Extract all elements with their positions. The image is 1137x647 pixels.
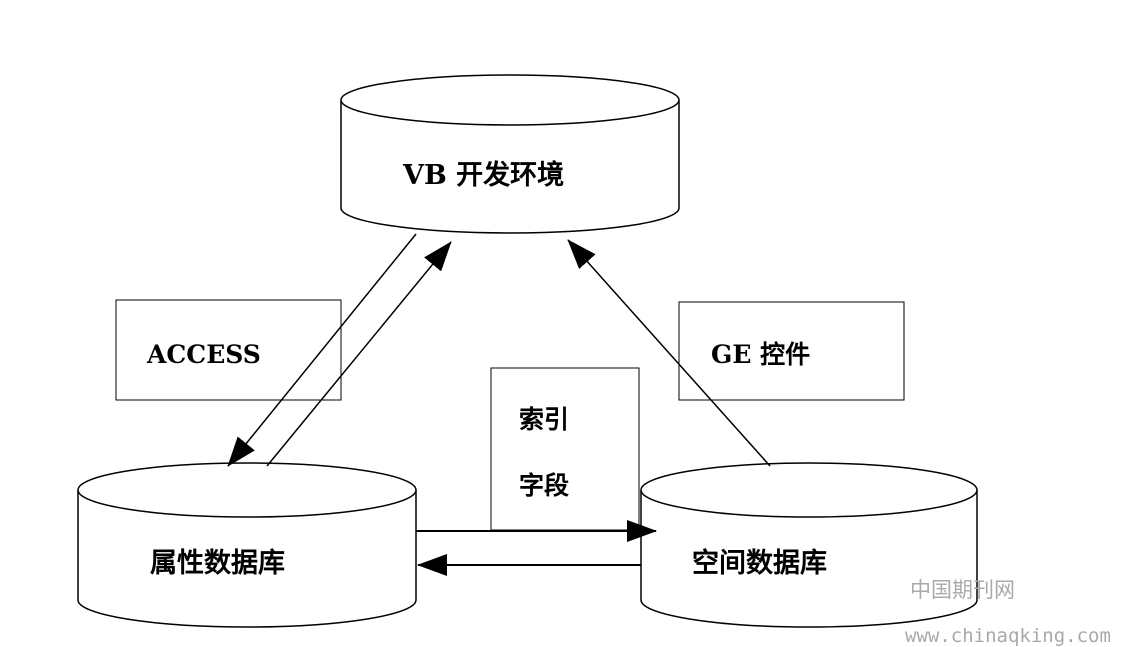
index-box-frame	[490, 367, 640, 531]
attribute-database-cylinder: 属性数据库	[77, 462, 417, 628]
spatial-database-cylinder: 空间数据库	[640, 462, 978, 628]
index-label-line2: 字段	[519, 471, 569, 500]
attr-db-cylinder-top	[77, 462, 417, 518]
vb-environment-label: VB 开发环境	[402, 159, 564, 191]
watermark: 中国期刊网 www.chinaqking.com	[905, 578, 1111, 647]
arrow-vb-to-attribute-db	[227, 233, 417, 467]
ge-box-frame	[678, 301, 905, 401]
ge-control-box: GE 控件	[678, 301, 905, 401]
arrow-spatial-db-to-vb	[567, 239, 771, 467]
spatial-database-label: 空间数据库	[692, 547, 827, 579]
index-field-box: 索引 字段	[490, 367, 640, 531]
index-label-line1: 索引	[519, 405, 569, 434]
watermark-url: www.chinaqking.com	[905, 625, 1111, 647]
vb-environment-cylinder: VB 开发环境	[340, 74, 680, 234]
arrow-attribute-db-to-vb	[266, 241, 452, 467]
access-box-frame	[115, 299, 342, 401]
attribute-database-label: 属性数据库	[150, 548, 285, 579]
attr-db-cylinder-body	[77, 490, 417, 628]
access-box: ACCESS	[115, 299, 342, 401]
access-label: ACCESS	[146, 340, 261, 369]
watermark-site-name: 中国期刊网	[910, 578, 1015, 602]
ge-control-label: GE 控件	[711, 340, 810, 369]
spatial-db-cylinder-body	[640, 490, 978, 628]
vb-cylinder-body	[340, 100, 680, 234]
vb-cylinder-top	[340, 74, 680, 126]
spatial-db-cylinder-top	[640, 462, 978, 518]
